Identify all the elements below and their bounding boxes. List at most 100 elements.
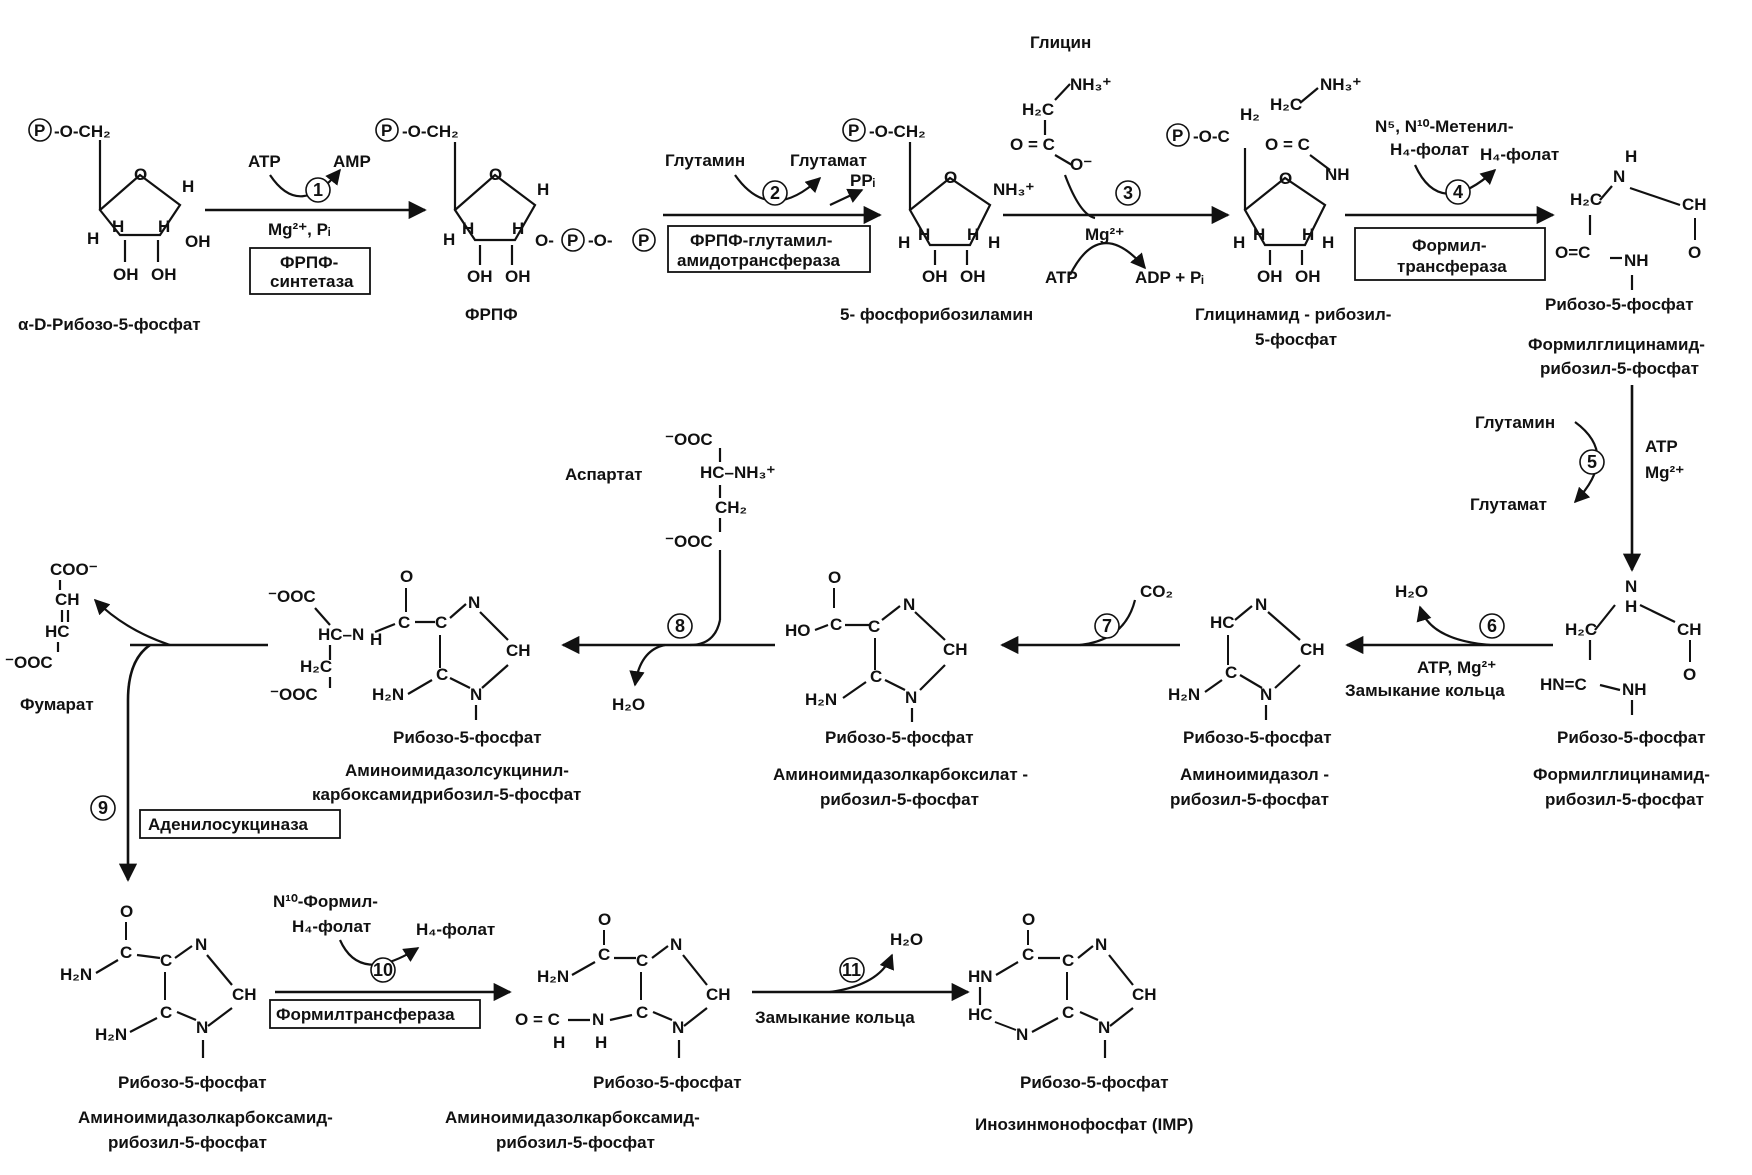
svg-text:O = C: O = C [1265, 135, 1310, 154]
svg-text:NH: NH [1624, 251, 1649, 270]
aicar-structure: O C H₂N C N CH C H₂N N [60, 902, 257, 1058]
reagent: Аспартат [565, 465, 643, 484]
svg-text:N: N [1625, 577, 1637, 596]
enzyme-label: трансфераза [1397, 257, 1507, 276]
svg-text:H: H [595, 1033, 607, 1052]
svg-text:N: N [1095, 935, 1107, 954]
step-number: 2 [770, 183, 780, 203]
ribose-label: Рибозо-5-фосфат [1020, 1073, 1169, 1092]
reagent: Глицин [1030, 33, 1091, 52]
formylglycinamidine-ribotide-structure: N H CH O H₂C HN=C NH [1540, 577, 1702, 715]
svg-text:C: C [1022, 945, 1034, 964]
svg-text:N: N [905, 688, 917, 707]
svg-text:H: H [512, 219, 524, 238]
svg-text:H₂N: H₂N [805, 690, 837, 709]
svg-text:HO: HO [785, 621, 811, 640]
svg-text:O: O [828, 568, 841, 587]
svg-text:C: C [870, 667, 882, 686]
svg-text:O: O [120, 902, 133, 921]
svg-text:C: C [435, 613, 447, 632]
reagent: ADP + Pᵢ [1135, 268, 1204, 287]
svg-text:H: H [370, 630, 382, 649]
svg-text:H: H [87, 229, 99, 248]
svg-text:CH: CH [232, 985, 257, 1004]
svg-text:H₂N: H₂N [60, 965, 92, 984]
reagent: Замыкание кольца [1345, 681, 1505, 700]
molecule-label: рибозил-5-фосфат [496, 1133, 655, 1152]
reagent: H₂O [612, 695, 645, 714]
svg-text:OH: OH [467, 267, 493, 286]
reagent: Глутамат [790, 151, 867, 170]
svg-text:CH: CH [943, 640, 968, 659]
molecule-label: рибозил-5-фосфат [820, 790, 979, 809]
svg-text:C: C [1062, 1003, 1074, 1022]
svg-text:O: O [400, 567, 413, 586]
reagent: PPᵢ [850, 171, 875, 190]
svg-text:O: O [1279, 169, 1292, 188]
step-number: 11 [842, 960, 861, 980]
enzyme-box [1354, 227, 1546, 281]
svg-text:CH: CH [1677, 620, 1702, 639]
svg-text:CH₂: CH₂ [715, 498, 747, 517]
ribose-label: Рибозо-5-фосфат [593, 1073, 742, 1092]
aminoimidazole-ribotide-structure: HC N CH C H₂N N [1168, 595, 1325, 720]
reagent: Глутамин [1475, 413, 1555, 432]
faicar-structure: O C H₂N C N CH C O = C H N H N [515, 910, 731, 1058]
molecule-label: Аминоимидазолсукцинил- [345, 761, 569, 780]
enzyme-label: Формилтрансфераза [276, 1005, 455, 1024]
svg-text:O: O [1683, 665, 1696, 684]
svg-text:H: H [1625, 597, 1637, 616]
svg-text:H: H [443, 230, 455, 249]
svg-text:COO⁻: COO⁻ [50, 560, 98, 579]
svg-text:P: P [1172, 126, 1183, 145]
svg-text:C: C [1062, 951, 1074, 970]
svg-text:OH: OH [185, 232, 211, 251]
svg-text:O⁻: O⁻ [1070, 155, 1092, 174]
svg-text:C: C [636, 1003, 648, 1022]
reagent: N¹⁰-Формил- [273, 892, 378, 911]
svg-text:H: H [1253, 225, 1265, 244]
svg-text:NH: NH [1622, 680, 1647, 699]
reagent: ATP [1645, 437, 1678, 456]
svg-text:O = C: O = C [1010, 135, 1055, 154]
svg-text:HC–NH₃⁺: HC–NH₃⁺ [700, 463, 775, 482]
svg-text:P: P [34, 121, 45, 140]
svg-text:C: C [120, 943, 132, 962]
svg-text:OH: OH [151, 265, 177, 284]
enzyme-label: амидотрансфераза [677, 251, 840, 270]
fumarate-structure: COO⁻ CH HC ⁻OOC [5, 560, 98, 672]
svg-text:⁻OOC: ⁻OOC [665, 430, 713, 449]
svg-text:C: C [830, 615, 842, 634]
step-number: 6 [1487, 616, 1497, 636]
svg-text:-O-CH₂: -O-CH₂ [402, 122, 459, 141]
reagent: H₄-фолат [1480, 145, 1559, 164]
svg-text:H: H [1302, 225, 1314, 244]
svg-text:CH: CH [506, 641, 531, 660]
molecule-label: рибозил-5-фосфат [1170, 790, 1329, 809]
svg-text:CH: CH [1132, 985, 1157, 1004]
reagent: H₄-фолат [1390, 140, 1469, 159]
svg-text:H₂N: H₂N [1168, 685, 1200, 704]
carboxyaminoimidazole-ribotide-structure: O HO C C N CH C H₂N N [785, 568, 968, 722]
reagent: H₄-фолат [416, 920, 495, 939]
svg-text:HN=C: HN=C [1540, 675, 1587, 694]
enzyme-box [269, 999, 481, 1029]
enzyme-box [667, 225, 871, 273]
svg-text:C: C [160, 951, 172, 970]
molecule-label: 5-фосфат [1255, 330, 1337, 349]
svg-text:H₂C: H₂C [300, 657, 332, 676]
molecule-label: карбоксамидрибозил-5-фосфат [312, 785, 581, 804]
svg-text:H₂N: H₂N [537, 967, 569, 986]
molecule-label: Аминоимидазолкарбоксамид- [445, 1108, 700, 1127]
reagent: Глутамат [1470, 495, 1547, 514]
svg-text:H: H [1322, 233, 1334, 252]
svg-text:H: H [158, 217, 170, 236]
svg-text:H: H [537, 180, 549, 199]
svg-text:O = C: O = C [515, 1010, 560, 1029]
svg-text:C: C [868, 617, 880, 636]
svg-text:OH: OH [1295, 267, 1321, 286]
svg-text:O=C: O=C [1555, 243, 1590, 262]
svg-text:N: N [903, 595, 915, 614]
enzyme-label: Формил- [1412, 236, 1487, 255]
